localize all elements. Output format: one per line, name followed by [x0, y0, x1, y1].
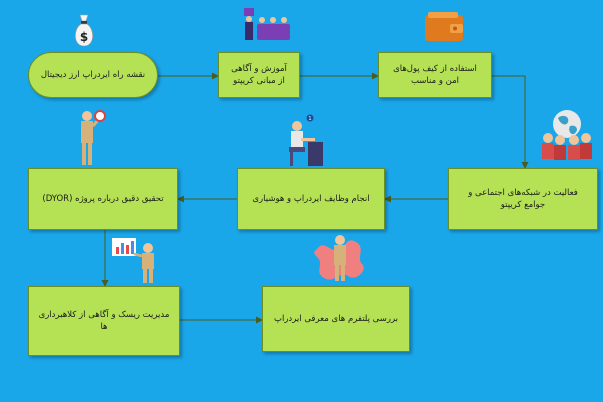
step5-box: انجام وظایف ایردراپ و هوشیاری — [237, 168, 385, 230]
step4-label: فعالیت در شبکه‌های اجتماعی و جوامع کریپت… — [468, 187, 578, 210]
step3-label: استفاده از کیف پول‌های امن و مناسب — [393, 63, 477, 86]
money-bag-icon: $ — [75, 14, 93, 47]
person-magnifier-icon — [81, 110, 106, 165]
step1-label: نقشه راه ایردراپ ارز دیجیتال — [40, 69, 146, 80]
step7-box: مدیریت ریسک و آگاهی از کلاهبرداری ها — [28, 286, 180, 356]
community-globe-icon — [542, 110, 592, 160]
step3-box: استفاده از کیف پول‌های امن و مناسب — [378, 52, 492, 98]
step6-box: تحقیق دقیق درباره پروژه (DYOR) — [28, 168, 178, 230]
step8-label: بررسی پلتفرم های معرفی ایردراپ — [273, 313, 399, 324]
step7-label: مدیریت ریسک و آگاهی از کلاهبرداری ها — [38, 309, 170, 332]
svg-text:1: 1 — [308, 116, 311, 122]
step8-box: بررسی پلتفرم های معرفی ایردراپ — [262, 286, 410, 352]
wallet-icon — [425, 12, 463, 41]
step4-box: فعالیت در شبکه‌های اجتماعی و جوامع کریپت… — [448, 168, 598, 230]
person-chart-icon — [112, 238, 154, 283]
step2-label: آموزش و آگاهی از مبانی کریپتو — [231, 63, 287, 86]
svg-text:$: $ — [80, 30, 88, 44]
presentation-audience-icon — [244, 8, 290, 40]
step2-box: آموزش و آگاهی از مبانی کریپتو — [218, 52, 300, 98]
step6-label: تحقیق دقیق درباره پروژه (DYOR) — [42, 193, 164, 204]
step1-box: نقشه راه ایردراپ ارز دیجیتال — [28, 52, 158, 98]
worker-at-desk-icon: 1 — [289, 114, 323, 166]
person-puzzle-icon — [314, 235, 364, 281]
step5-label: انجام وظایف ایردراپ و هوشیاری — [252, 193, 370, 204]
arrow-step3-to-step4 — [492, 75, 529, 169]
